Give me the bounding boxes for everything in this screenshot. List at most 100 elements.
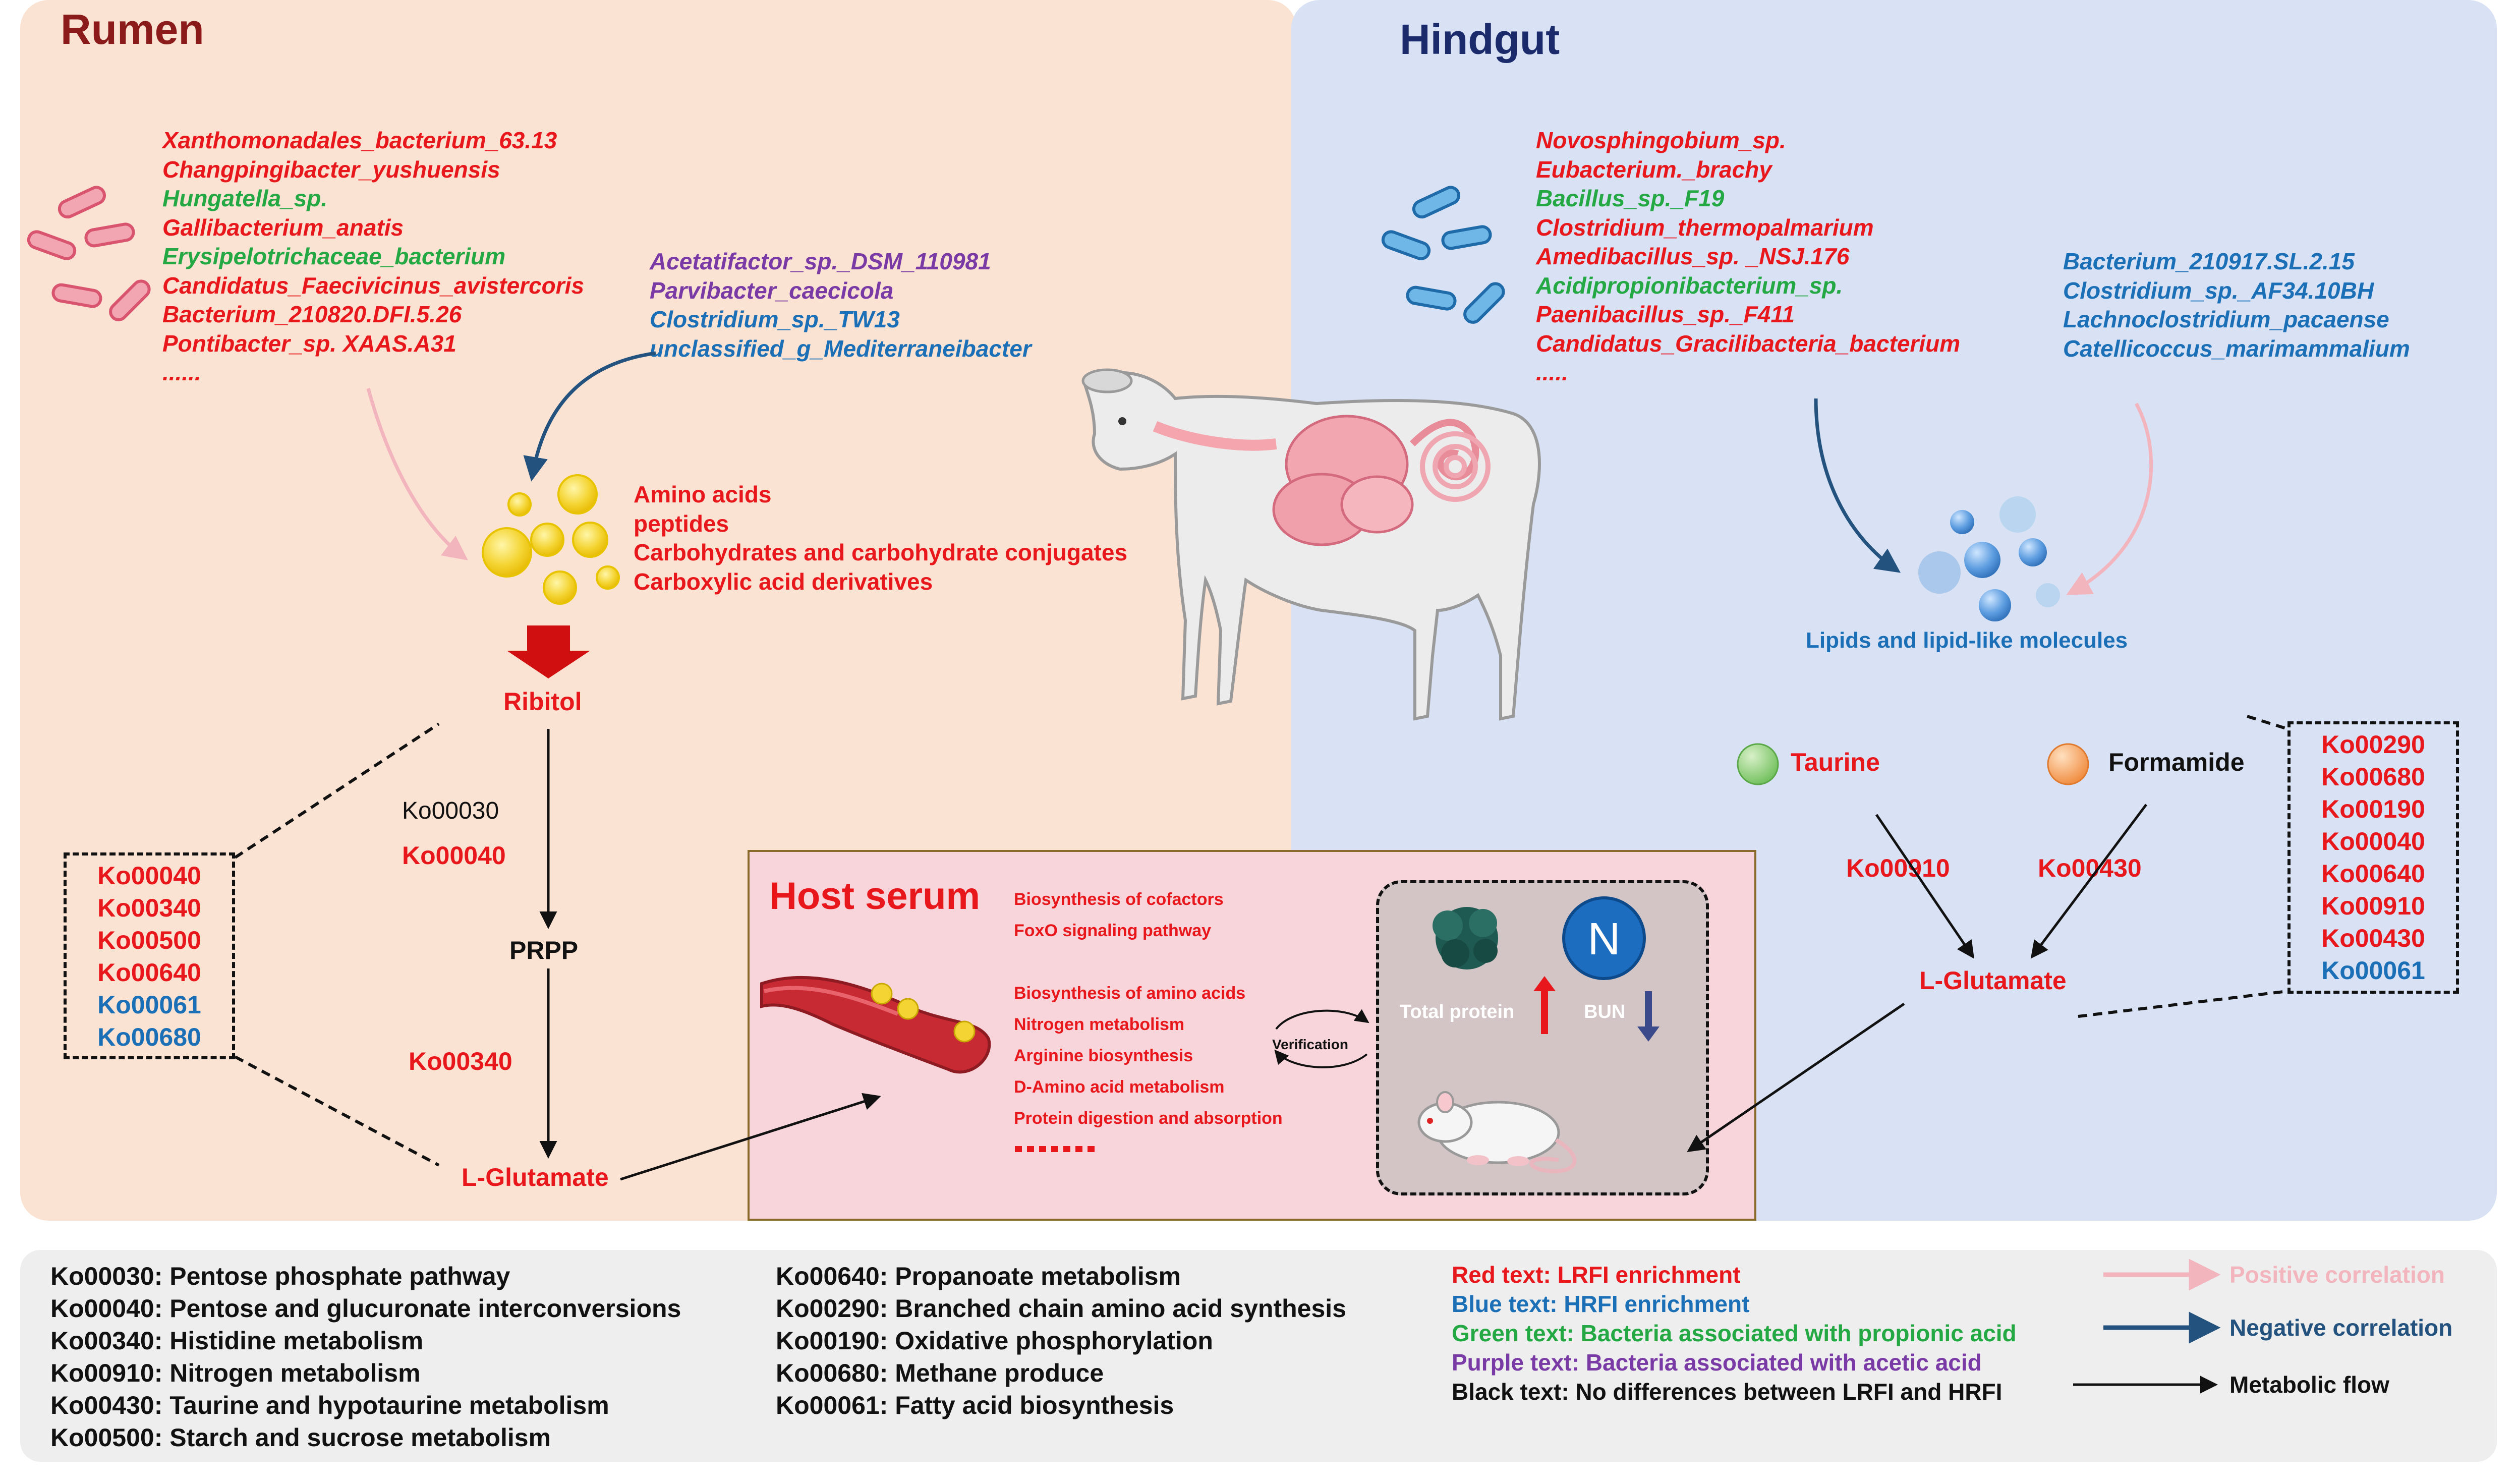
serum-pathway-item: D-Amino acid metabolism — [1014, 1077, 1225, 1097]
bacterium-name: Parvibacter_caecicola — [650, 277, 894, 304]
formamide-to-glutamate-arrow — [2030, 804, 2147, 959]
legend-negative-label: Negative correlation — [2229, 1315, 2453, 1341]
taurine-label: Taurine — [1791, 748, 1880, 776]
ko-item: Ko00500 — [97, 926, 201, 954]
rat-icon — [1417, 1091, 1577, 1173]
legend-color-item: Green text: Bacteria associated with pro… — [1452, 1320, 2017, 1346]
ko-item: Ko00340 — [97, 894, 201, 922]
ko00430-label: Ko00430 — [2038, 854, 2142, 882]
ribitol-label: Ribitol — [503, 688, 582, 716]
bacterium-name: Clostridium_sp._TW13 — [650, 306, 900, 332]
hindgut-glutamate-label: L-Glutamate — [1919, 966, 2067, 995]
bacterium-name: ..... — [1536, 359, 1568, 385]
bacterium-name: Bacterium_210917.SL.2.15 — [2063, 248, 2355, 274]
ko00340-label: Ko00340 — [409, 1047, 512, 1075]
ko-item: Ko00640 — [2321, 860, 2425, 888]
rumen-negative-arrow — [523, 351, 656, 482]
ko-item: Ko00430 — [2321, 924, 2425, 952]
legend-ko-item: Ko00680: Methane produce — [776, 1359, 1104, 1387]
ko-item: Ko00061 — [2321, 956, 2425, 985]
verification-cycle-bottom — [1274, 1049, 1368, 1068]
protein-up-arrow-icon — [1533, 976, 1556, 1034]
total-protein-label: Total protein — [1400, 1001, 1515, 1022]
ko-item: Ko00061 — [97, 991, 201, 1019]
ko-item: Ko00290 — [2321, 730, 2425, 759]
rumen-ko-connector-top — [234, 722, 440, 859]
bacterium-name: Candidatus_Faecivicinus_avistercoris — [162, 272, 585, 299]
rumen-glutamate-to-serum-arrow — [620, 1093, 881, 1181]
bun-down-arrow-icon — [1637, 991, 1660, 1042]
rumen-glutamate-label: L-Glutamate — [462, 1163, 609, 1191]
serum-pathway-item: Biosynthesis of cofactors — [1014, 890, 1224, 909]
bacterium-name: Bacillus_sp._F19 — [1536, 185, 1725, 211]
metabolite-item: Carboxylic acid derivatives — [634, 568, 933, 595]
bacterium-name: Clostridium_sp._AF34.10BH — [2063, 277, 2374, 304]
legend-ko-item: Ko00640: Propanoate metabolism — [776, 1262, 1181, 1290]
ko-item: Ko00190 — [2321, 795, 2425, 823]
bacterium-name: Lachnoclostridium_pacaense — [2063, 306, 2389, 332]
rumen-ko-connector-bottom — [234, 1055, 440, 1167]
metabolite-item: peptides — [634, 510, 729, 537]
ko00040-label: Ko00040 — [402, 841, 506, 870]
protein-blob-icon — [1433, 907, 1498, 969]
legend-ko-item: Ko00340: Histidine metabolism — [50, 1327, 424, 1355]
hindgut-negative-arrow — [1814, 398, 1901, 573]
bacterium-name: Gallibacterium_anatis — [162, 214, 404, 241]
hindgut-ko-connector-bottom — [2078, 990, 2288, 1018]
formamide-ball-icon — [2047, 743, 2089, 785]
legend-ko-item: Ko00500: Starch and sucrose metabolism — [50, 1423, 551, 1452]
bacterium-name: Hungatella_sp. — [162, 185, 328, 211]
ko00910-label: Ko00910 — [1846, 854, 1950, 882]
legend-ko-item: Ko00030: Pentose phosphate pathway — [50, 1262, 510, 1290]
bacterium-name: Catellicoccus_marimammalium — [2063, 335, 2410, 362]
metabolite-item: Amino acids — [634, 481, 772, 507]
rumen-positive-arrow — [366, 388, 468, 560]
ko-item: Ko00680 — [97, 1023, 201, 1051]
bacterium-name: Candidatus_Gracilibacteria_bacterium — [1536, 330, 1961, 357]
legend-ko-item: Ko00190: Oxidative phosphorylation — [776, 1327, 1213, 1355]
serum-pathway-item: Nitrogen metabolism — [1014, 1015, 1185, 1034]
metabolite-item: Carbohydrates and carbohydrate conjugate… — [634, 539, 1128, 565]
legend-ko-item: Ko00061: Fatty acid biosynthesis — [776, 1391, 1174, 1419]
ko00030-label: Ko00030 — [402, 797, 499, 824]
bacterium-name: Amedibacillus_sp. _NSJ.176 — [1536, 243, 1850, 269]
bacterium-name: Novosphingobium_sp. — [1536, 127, 1786, 153]
serum-pathway-item: Biosynthesis of amino acids — [1014, 984, 1246, 1003]
ko-item: Ko00910 — [2321, 892, 2425, 920]
taurine-ball-icon — [1737, 743, 1779, 785]
bun-letter: N — [1588, 914, 1621, 964]
lipids-label: Lipids and lipid-like molecules — [1806, 628, 2128, 653]
rumen-title: Rumen — [61, 6, 204, 53]
bacterium-name: Erysipelotrichaceae_bacterium — [162, 243, 506, 269]
bacterium-name: ...... — [162, 359, 201, 385]
prpp-label: PRPP — [509, 936, 579, 964]
calf-illustration-icon — [1081, 368, 1541, 721]
serum-pathway-item: Protein digestion and absorption — [1014, 1109, 1283, 1128]
ko-item: Ko00040 — [2321, 827, 2425, 855]
legend-color-item: Purple text: Bacteria associated with ac… — [1452, 1349, 1982, 1376]
ko-item: Ko00640 — [97, 958, 201, 987]
legend-color-item: Red text: LRFI enrichment — [1452, 1262, 1741, 1288]
hindgut-title: Hindgut — [1400, 16, 1560, 63]
bacterium-name: Pontibacter_sp. XAAS.A31 — [162, 330, 456, 357]
legend-color-item: Black text: No differences between LRFI … — [1452, 1379, 2003, 1405]
bacterium-name: Clostridium_thermopalmarium — [1536, 214, 1874, 241]
ko-item: Ko00680 — [2321, 763, 2425, 791]
thick-red-down-arrow — [507, 625, 590, 678]
hindgut-bacteria-icon — [1381, 186, 1505, 324]
legend-ko-item: Ko00040: Pentose and glucuronate interco… — [50, 1294, 681, 1323]
serum-pathway-item: Arginine biosynthesis — [1014, 1046, 1193, 1065]
legend-ko-item: Ko00290: Branched chain amino acid synth… — [776, 1294, 1346, 1323]
host-serum-title: Host serum — [769, 875, 981, 918]
bacterium-name: Paenibacillus_sp._F411 — [1536, 301, 1795, 327]
blood-vessel-icon — [760, 976, 991, 1074]
